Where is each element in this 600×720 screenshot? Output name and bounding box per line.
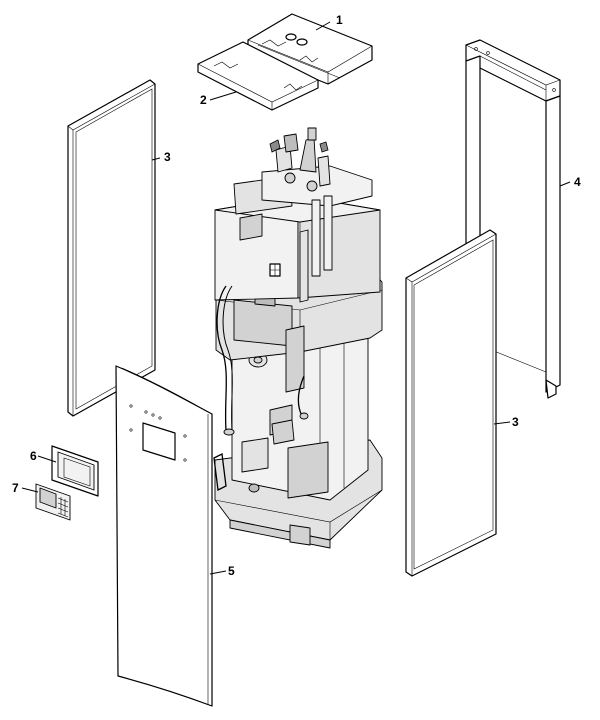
upper-cover-tray <box>197 41 319 111</box>
main-unit-body <box>213 127 383 549</box>
front-panel <box>115 365 213 707</box>
callout-1: 1 <box>336 13 343 27</box>
display-frame <box>51 445 99 497</box>
callout-2: 2 <box>200 93 207 107</box>
control-module <box>35 483 71 521</box>
left-side-panel <box>67 79 156 417</box>
top-cover-plate <box>247 13 373 85</box>
callout-3-right: 3 <box>512 415 519 429</box>
callout-7: 7 <box>12 481 19 495</box>
right-side-panel <box>405 229 497 577</box>
rear-frame-panel <box>465 39 561 399</box>
leader-lines <box>21 21 571 575</box>
callout-3-left: 3 <box>164 150 171 164</box>
callout-5: 5 <box>228 564 235 578</box>
callout-6: 6 <box>30 449 37 463</box>
callout-4: 4 <box>574 175 581 189</box>
callouts: 1 2 3 4 3 5 6 7 <box>12 13 581 578</box>
